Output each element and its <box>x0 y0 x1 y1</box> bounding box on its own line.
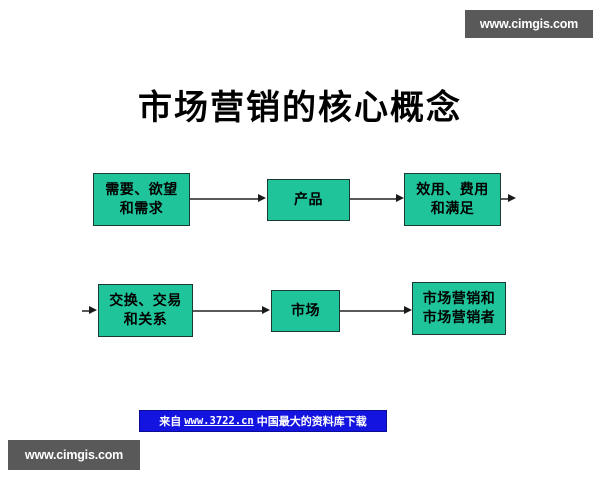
connector-utility-outgoing <box>501 198 511 200</box>
arrowhead-icon <box>89 306 97 314</box>
arrowhead-icon <box>396 194 404 202</box>
diagram-node-marketing[interactable]: 市场营销和 市场营销者 <box>412 282 506 335</box>
connector-product-to-utility <box>350 198 398 200</box>
arrowhead-icon <box>258 194 266 202</box>
source-banner[interactable]: 来自 www.3722.cn 中国最大的资料库下载 <box>139 410 387 432</box>
connector-market-to-marketing <box>340 310 407 312</box>
watermark-top-right: www.cimgis.com <box>465 10 593 38</box>
watermark-bottom-left: www.cimgis.com <box>8 440 140 470</box>
diagram-node-exchange[interactable]: 交换、交易 和关系 <box>98 284 193 337</box>
arrowhead-icon <box>508 194 516 202</box>
arrowhead-icon <box>404 306 412 314</box>
page-title: 市场营销的核心概念 <box>138 88 462 128</box>
source-banner-url[interactable]: www.3722.cn <box>184 415 254 427</box>
source-banner-prefix: 来自 <box>159 415 182 428</box>
diagram-node-market[interactable]: 市场 <box>271 290 340 332</box>
diagram-node-product[interactable]: 产品 <box>267 179 350 221</box>
arrowhead-icon <box>262 306 270 314</box>
source-banner-suffix: 中国最大的资料库下载 <box>256 415 367 428</box>
connector-exchange-to-market <box>193 310 265 312</box>
diagram-node-utility[interactable]: 效用、费用 和满足 <box>404 173 501 226</box>
connector-exchange-incoming <box>82 310 93 312</box>
diagram-node-needs[interactable]: 需要、欲望 和需求 <box>93 173 190 226</box>
connector-needs-to-product <box>190 198 261 200</box>
